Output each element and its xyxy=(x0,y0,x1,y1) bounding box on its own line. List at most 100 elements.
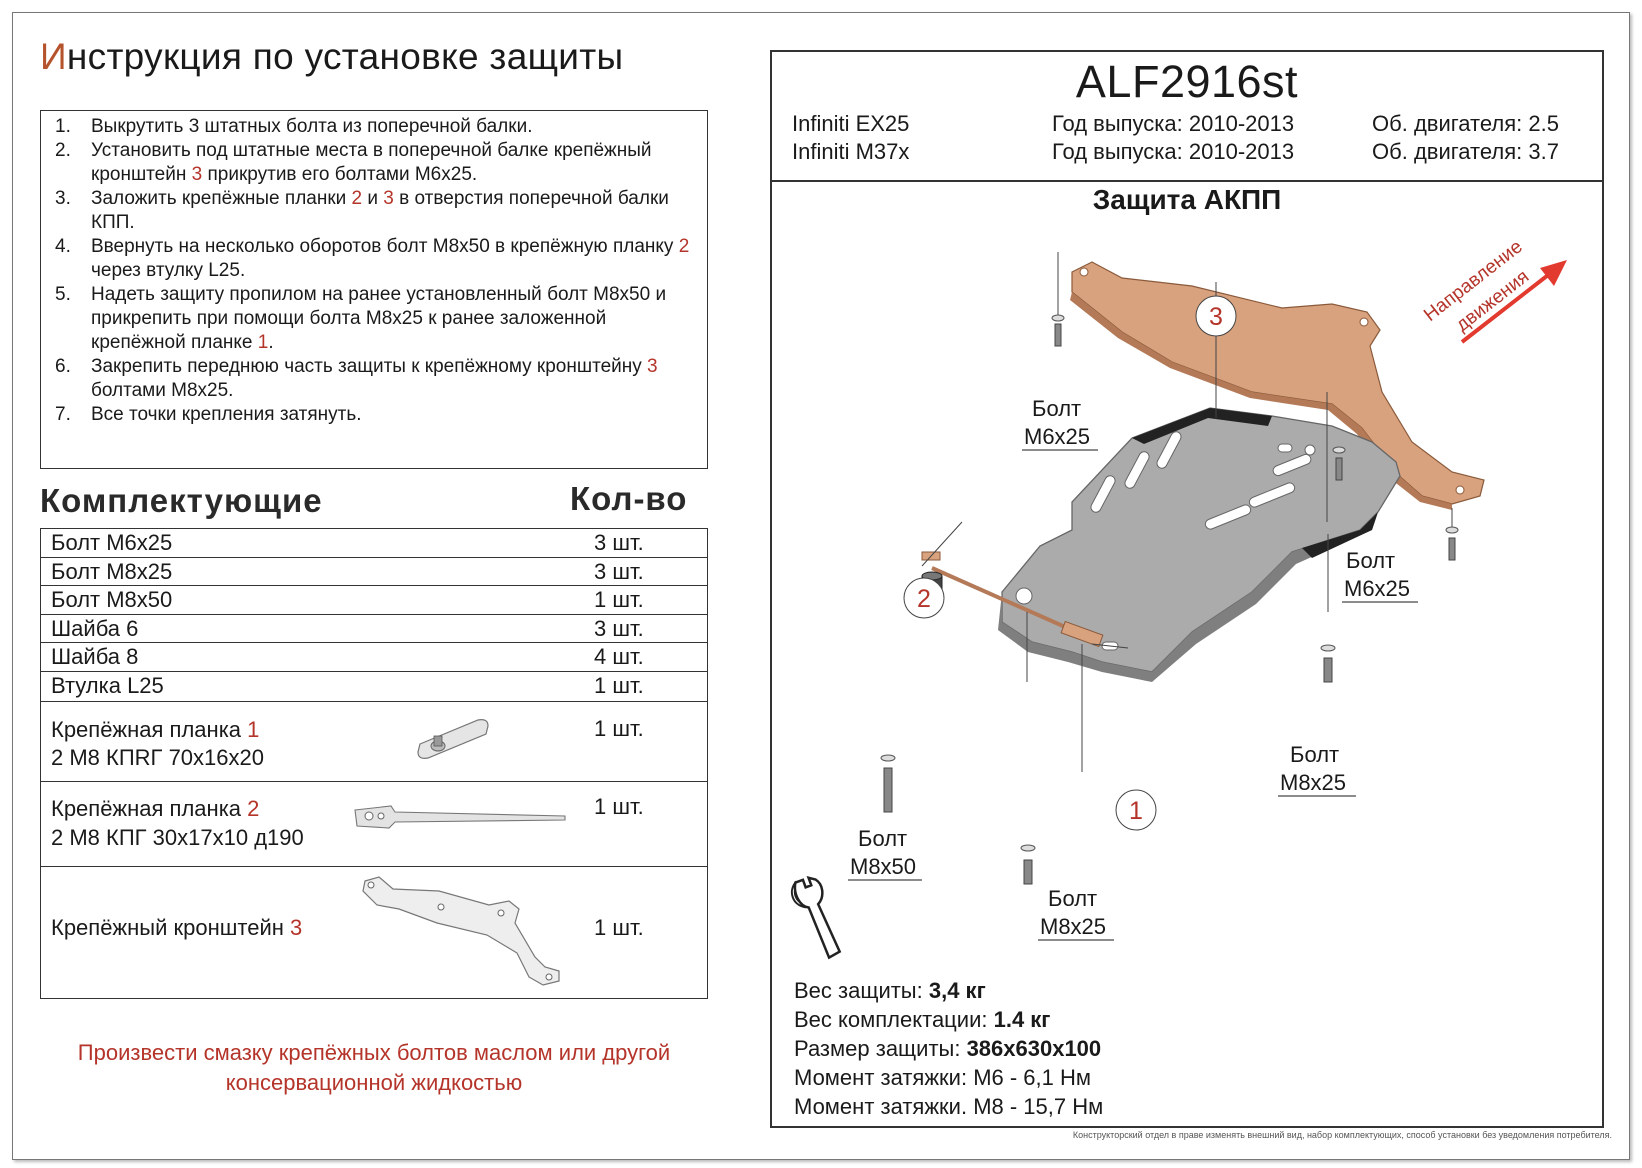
step-text: Заложить крепёжные планки 2 и 3 в отверс… xyxy=(91,188,669,233)
model-name: Infiniti M37x xyxy=(792,139,910,164)
spec-kit-weight: Вес комплектации: 1.4 кг xyxy=(794,1007,1051,1032)
bolt-label-size: М6х25 xyxy=(1344,576,1410,601)
vehicle-models: Infiniti EX25 Infiniti M37x xyxy=(792,110,909,166)
instruction-step: 6. Закрепить переднюю часть защиты к креп… xyxy=(55,355,697,403)
step-text: Все точки крепления затянуть. xyxy=(91,404,362,425)
bolt-label-word: Болт xyxy=(1032,396,1081,421)
bolt-label-word: Болт xyxy=(1346,548,1395,573)
step-number: 4. xyxy=(55,236,71,257)
model-name: Infiniti EX25 xyxy=(792,111,910,136)
lubrication-note: Произвести смазку крепёжных болтов масло… xyxy=(77,1040,671,1095)
bolt-labels: Болт М6х25 Болт М6х25 Болт М8х25 Болт М8… xyxy=(848,396,1418,941)
spec-torque-m6: Момент затяжки: М6 - 6,1 Нм xyxy=(794,1065,1092,1090)
step-text: Ввернуть на несколько оборотов болт М8х5… xyxy=(91,236,690,281)
instructions-box: 1. Выкрутить 3 штатных болта из поперечно… xyxy=(40,110,708,469)
bolt-m6-top-left xyxy=(1051,314,1065,347)
bolt-m6-far-right xyxy=(1445,526,1459,561)
page-title: Инструкция по установке защиты xyxy=(40,36,624,77)
assembly-diagram: Направление движения xyxy=(790,236,1567,960)
step-number: 6. xyxy=(55,356,71,377)
qty-heading: Кол-во xyxy=(570,480,688,517)
instruction-step: 7. Все точки крепления затянуть. xyxy=(55,403,697,427)
engine-volume: Об. двигателя: 3.7 xyxy=(1372,139,1559,164)
bolts xyxy=(880,314,1459,885)
part-qty: 1 шт. xyxy=(594,673,644,698)
callout-2: 2 xyxy=(903,577,945,619)
year-range: Год выпуска: 2010-2013 xyxy=(1052,139,1295,164)
product-panel: ALF2916st Infiniti EX25 Infiniti M37x Го… xyxy=(770,50,1604,1128)
instructions-list: 1. Выкрутить 3 штатных болта из поперечно… xyxy=(41,111,707,427)
step-text: Установить под штатные места в поперечно… xyxy=(91,140,652,185)
bolt-label-word: Болт xyxy=(1048,886,1097,911)
bolt-label-word: Болт xyxy=(1290,742,1339,767)
instruction-step: 2. Установить под штатные места в попереч… xyxy=(55,139,697,187)
engine-volume: Об. двигателя: 2.5 xyxy=(1372,111,1559,136)
kit-heading: Комплектующие xyxy=(40,482,323,519)
part-qty: 1 шт. xyxy=(594,587,644,612)
table-row: Шайба 6 3 шт. xyxy=(41,615,707,643)
bolt-label-word: Болт xyxy=(858,826,907,851)
part-name: Болт М8х25 xyxy=(51,559,173,584)
bolt-label-size: М8х25 xyxy=(1040,914,1106,939)
part-title: Защита АКПП xyxy=(1092,184,1282,215)
svg-text:2: 2 xyxy=(917,585,931,613)
table-row: Крепёжный кронштейн 3 1 шт. xyxy=(41,867,707,998)
step-number: 7. xyxy=(55,404,71,425)
transmission-skid-plate xyxy=(998,407,1401,682)
bolt-m6-right xyxy=(1332,446,1346,481)
part-qty: 3 шт. xyxy=(594,530,644,555)
year-range: Год выпуска: 2010-2013 xyxy=(1052,111,1295,136)
bolt-m8x50 xyxy=(880,754,896,813)
specifications: Вес защиты: 3,4 кг Вес комплектации: 1.4… xyxy=(794,976,1103,1121)
bolt-m8x25-right xyxy=(1320,644,1336,683)
bolt-label-size: М8х50 xyxy=(850,854,916,879)
mounting-plate-1 xyxy=(1060,620,1104,648)
part-qty: 3 шт. xyxy=(594,616,644,641)
instruction-step: 1. Выкрутить 3 штатных болта из поперечно… xyxy=(55,115,697,139)
spec-torque-m8: Момент затяжки. М8 - 15,7 Нм xyxy=(794,1094,1104,1119)
wrench-icon xyxy=(790,876,842,960)
spec-weight: Вес защиты: 3,4 кг xyxy=(794,978,986,1003)
part-name: Шайба 8 xyxy=(51,644,139,669)
mounting-bracket-3 xyxy=(1070,261,1485,510)
bolt-m8x25-bottom xyxy=(1020,844,1036,885)
part-qty: 1 шт. xyxy=(594,915,644,940)
callout-3: 3 xyxy=(1195,295,1237,337)
step-text: Надеть защиту пропилом на ранее установл… xyxy=(91,284,667,353)
part-qty: 1 шт. xyxy=(594,794,644,819)
step-number: 1. xyxy=(55,116,71,137)
document-frame xyxy=(12,12,1630,1160)
part-qty: 1 шт. xyxy=(594,716,644,741)
step-number: 2. xyxy=(55,140,71,161)
step-number: 5. xyxy=(55,284,71,305)
step-text: Закрепить переднюю часть защиты к крепёж… xyxy=(91,356,658,401)
mounting-bracket-3-image xyxy=(362,876,560,986)
spec-size: Размер защиты: 386х630х100 xyxy=(794,1036,1102,1061)
disclaimer: Конструкторский отдел в праве изменять в… xyxy=(1072,1130,1612,1140)
part-name: Шайба 6 xyxy=(51,616,139,641)
instruction-step: 3. Заложить крепёжные планки 2 и 3 в отве… xyxy=(55,187,697,235)
bolt-label-size: М6х25 xyxy=(1024,424,1090,449)
svg-text:3: 3 xyxy=(1209,303,1223,331)
step-number: 3. xyxy=(55,188,71,209)
mounting-plate-1-image xyxy=(417,719,489,759)
instruction-step: 4. Ввернуть на несколько оборотов болт М8… xyxy=(55,235,697,283)
production-years: Год выпуска: 2010-2013 Год выпуска: 2010… xyxy=(1052,110,1294,166)
part-name: Крепёжный кронштейн 3 xyxy=(51,915,303,940)
bolt-label-size: М8х25 xyxy=(1280,770,1346,795)
header-divider xyxy=(772,180,1602,182)
direction-arrow: Направление движения xyxy=(1420,236,1567,344)
engine-volumes: Об. двигателя: 2.5 Об. двигателя: 3.7 xyxy=(1372,110,1559,166)
step-text: Выкрутить 3 штатных болта из поперечной … xyxy=(91,116,533,137)
article-number: ALF2916st xyxy=(1075,56,1299,107)
part-name: Болт М8х50 xyxy=(51,587,173,612)
